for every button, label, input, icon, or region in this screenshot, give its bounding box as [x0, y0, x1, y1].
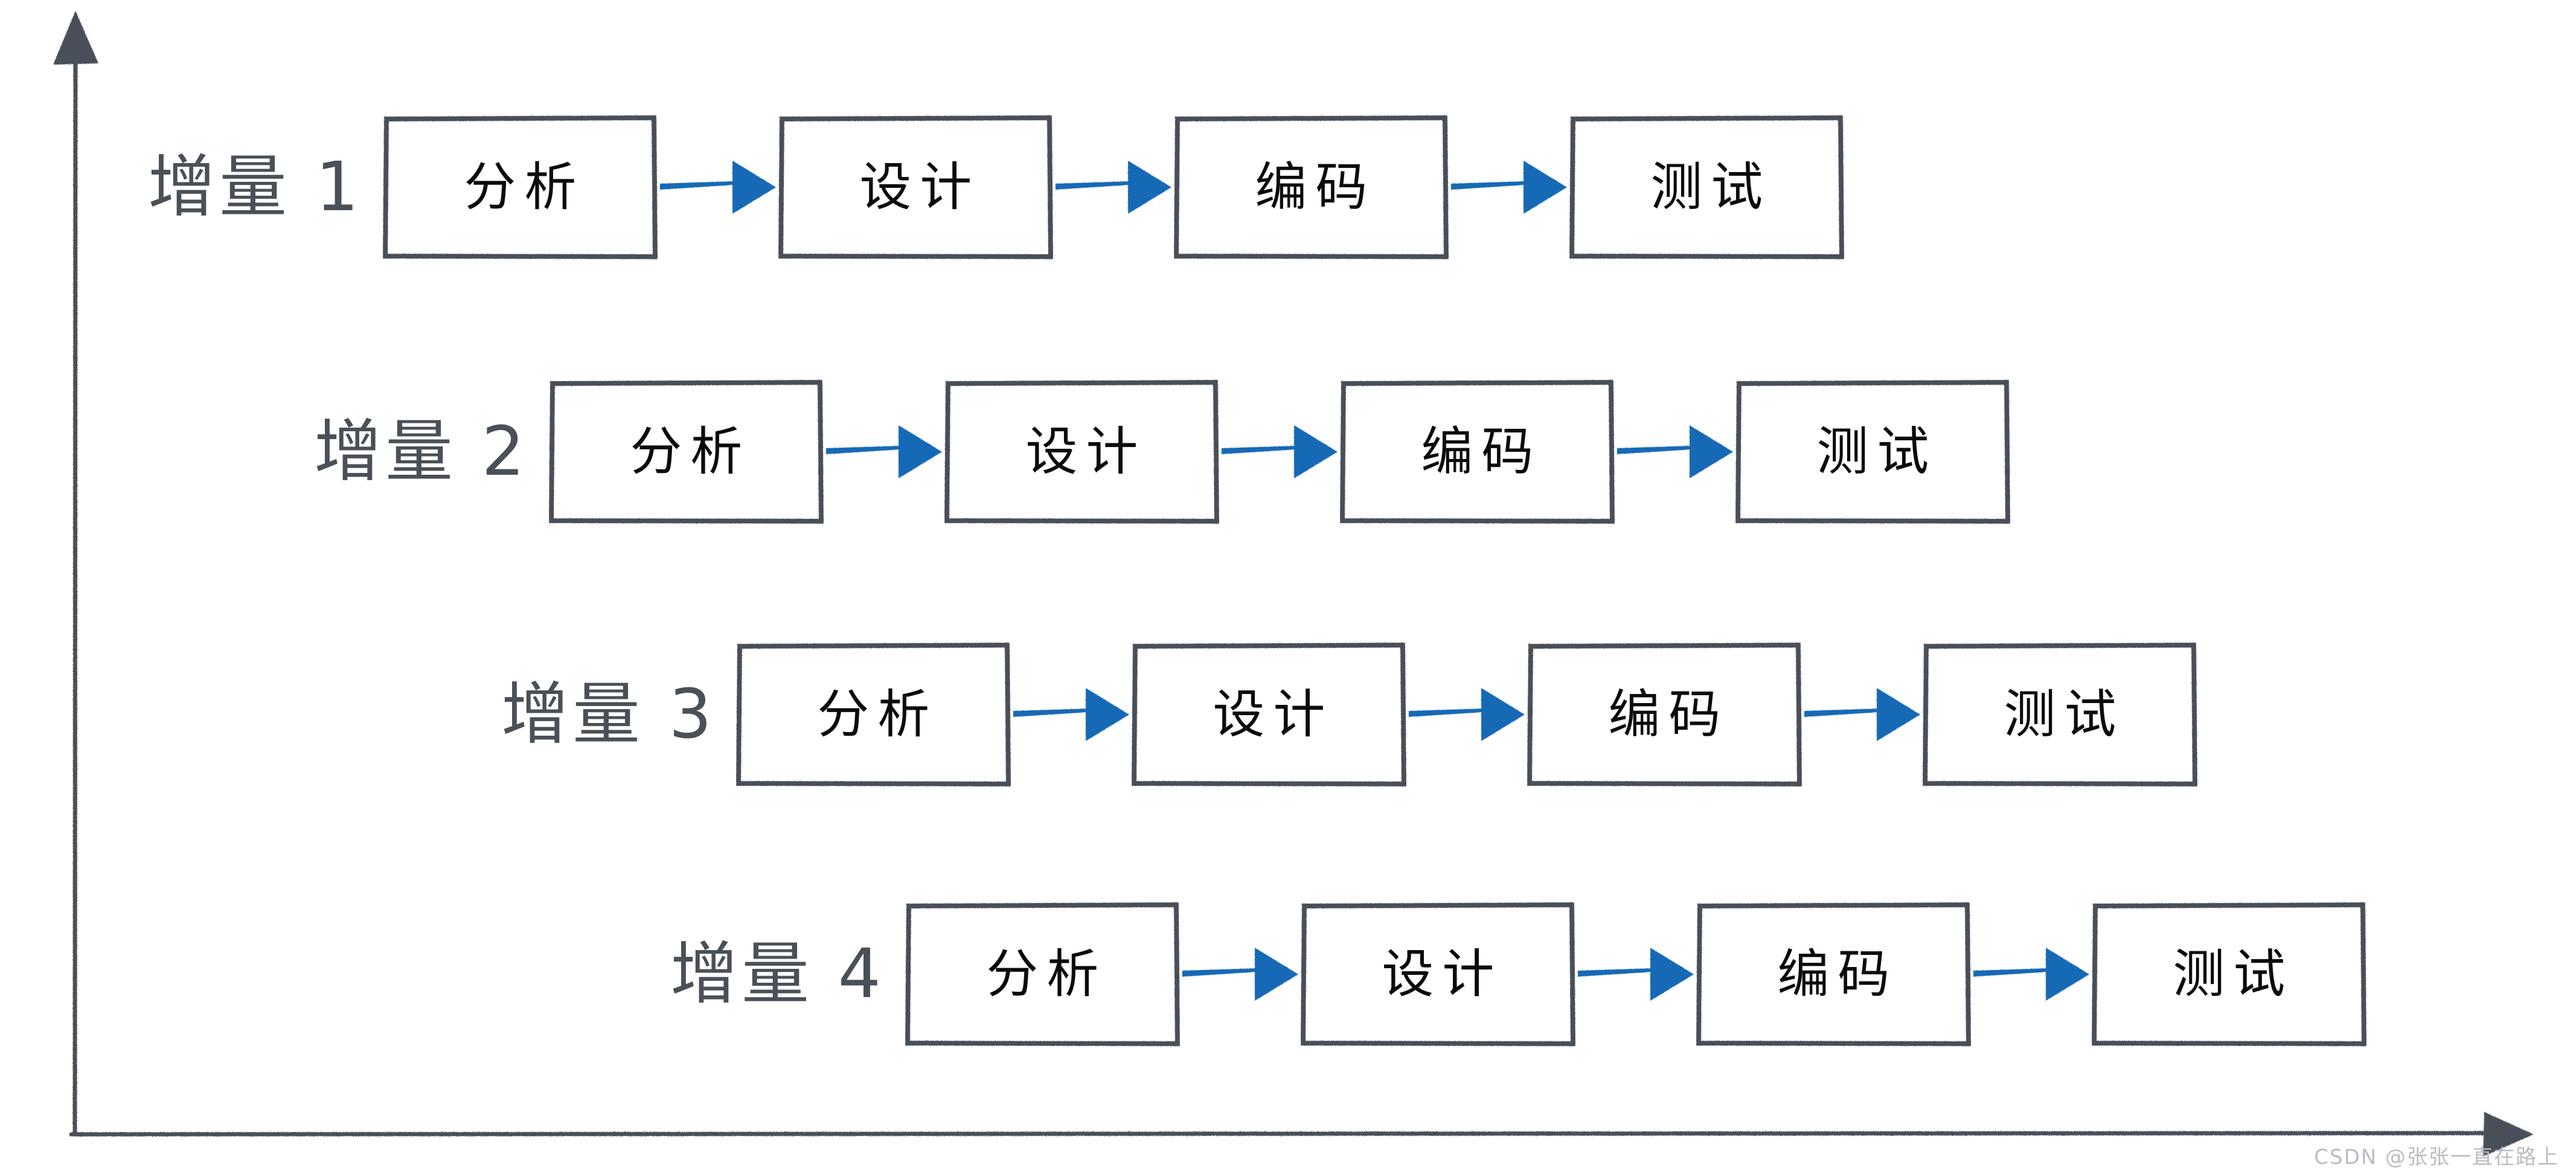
stage-box-label-r3-1: 分析 [817, 684, 938, 745]
flow-arrow-icon-r2-2 [1219, 416, 1340, 488]
stage-box-border [2091, 902, 2366, 1047]
stage-box-r3-1[interactable]: 分析 [735, 642, 1011, 787]
increment-row-label-1: 增量 1 [148, 148, 362, 227]
stage-box-border [382, 115, 658, 260]
stage-box-r3-4[interactable]: 测试 [1922, 642, 2197, 787]
stage-box-r2-2[interactable]: 设计 [944, 379, 1219, 524]
y-axis-arrowhead [53, 11, 98, 65]
flow-arrow-icon-r1-2 [1053, 151, 1174, 223]
increment-row-4: 增量 4 分析 设计 [670, 902, 2366, 1047]
x-axis-line [69, 1131, 2496, 1137]
stage-box-r1-4[interactable]: 测试 [1569, 115, 1844, 260]
stage-box-label-r1-4: 测试 [1650, 157, 1772, 217]
stage-box-r4-4[interactable]: 测试 [2091, 902, 2366, 1047]
stage-box-border [1339, 379, 1615, 524]
flow-arrow-icon-r4-3 [1971, 938, 2092, 1011]
stage-box-label-r4-3: 编码 [1777, 944, 1898, 1004]
stage-box-r4-1[interactable]: 分析 [905, 902, 1180, 1047]
flow-arrow-icon-r4-2 [1575, 938, 1696, 1011]
stage-box-label-r2-3: 编码 [1421, 422, 1542, 482]
stage-box-r1-2[interactable]: 设计 [778, 115, 1053, 260]
stage-box-label-r1-3: 编码 [1255, 157, 1376, 217]
flow-arrow-icon-r1-1 [658, 151, 778, 223]
stage-box-border [1131, 642, 1406, 787]
stage-box-label-r2-1: 分析 [630, 422, 751, 482]
watermark-text: CSDN @张张一直在路上 [2314, 1145, 2559, 1169]
stage-box-border [944, 379, 1219, 524]
stage-box-label-r3-3: 编码 [1608, 684, 1729, 745]
stage-box-label-r3-2: 设计 [1213, 684, 1334, 745]
flow-arrow-icon-r1-3 [1449, 151, 1569, 223]
stage-box-label-r4-4: 测试 [2173, 944, 2294, 1004]
stage-box-border [1696, 902, 1971, 1047]
flow-arrow-icon-r3-3 [1802, 678, 1923, 751]
stage-box-border [1569, 115, 1844, 260]
increment-row-label-2: 增量 2 [314, 413, 528, 491]
stage-box-label-r4-2: 设计 [1382, 944, 1503, 1004]
stage-box-r1-1[interactable]: 分析 [382, 115, 658, 260]
stage-box-border [1735, 379, 2010, 524]
stage-box-border [1173, 115, 1449, 260]
stage-box-label-r4-1: 分析 [986, 944, 1107, 1004]
stage-box-label-r2-4: 测试 [1816, 422, 1938, 482]
flow-arrow-icon-r2-3 [1615, 416, 1735, 488]
stage-box-label-r1-2: 设计 [859, 157, 981, 217]
stage-box-border [1527, 642, 1802, 787]
flow-arrow-icon-r4-1 [1180, 938, 1301, 1011]
stage-box-r2-4[interactable]: 测试 [1735, 379, 2010, 524]
stage-box-r3-2[interactable]: 设计 [1131, 642, 1406, 787]
stage-box-border [1300, 902, 1575, 1047]
stage-box-r2-3[interactable]: 编码 [1339, 379, 1615, 524]
increment-row-1: 增量 1 分析 设计 [148, 115, 1844, 260]
stage-box-r1-3[interactable]: 编码 [1173, 115, 1449, 260]
increment-row-label-3: 增量 3 [501, 675, 716, 754]
stage-box-label-r1-1: 分析 [464, 157, 585, 217]
increment-row-label-4: 增量 4 [670, 935, 885, 1014]
stage-box-r4-2[interactable]: 设计 [1300, 902, 1575, 1047]
flow-arrow-icon-r3-2 [1406, 678, 1527, 751]
stage-box-border [735, 642, 1011, 787]
flow-arrow-icon-r3-1 [1011, 678, 1132, 751]
stage-box-label-r3-4: 测试 [2004, 684, 2125, 745]
stage-box-border [778, 115, 1053, 260]
stage-box-border [1922, 642, 2197, 787]
stage-box-border [905, 902, 1180, 1047]
stage-box-border [548, 379, 824, 524]
stage-box-r4-3[interactable]: 编码 [1696, 902, 1971, 1047]
increment-row-2: 增量 2 分析 设计 [314, 379, 2010, 524]
flow-arrow-icon-r2-1 [824, 416, 944, 488]
stage-box-r3-3[interactable]: 编码 [1527, 642, 1802, 787]
increment-row-3: 增量 3 分析 设计 [501, 642, 2197, 787]
stage-box-label-r2-2: 设计 [1025, 422, 1147, 482]
stage-box-r2-1[interactable]: 分析 [548, 379, 824, 524]
